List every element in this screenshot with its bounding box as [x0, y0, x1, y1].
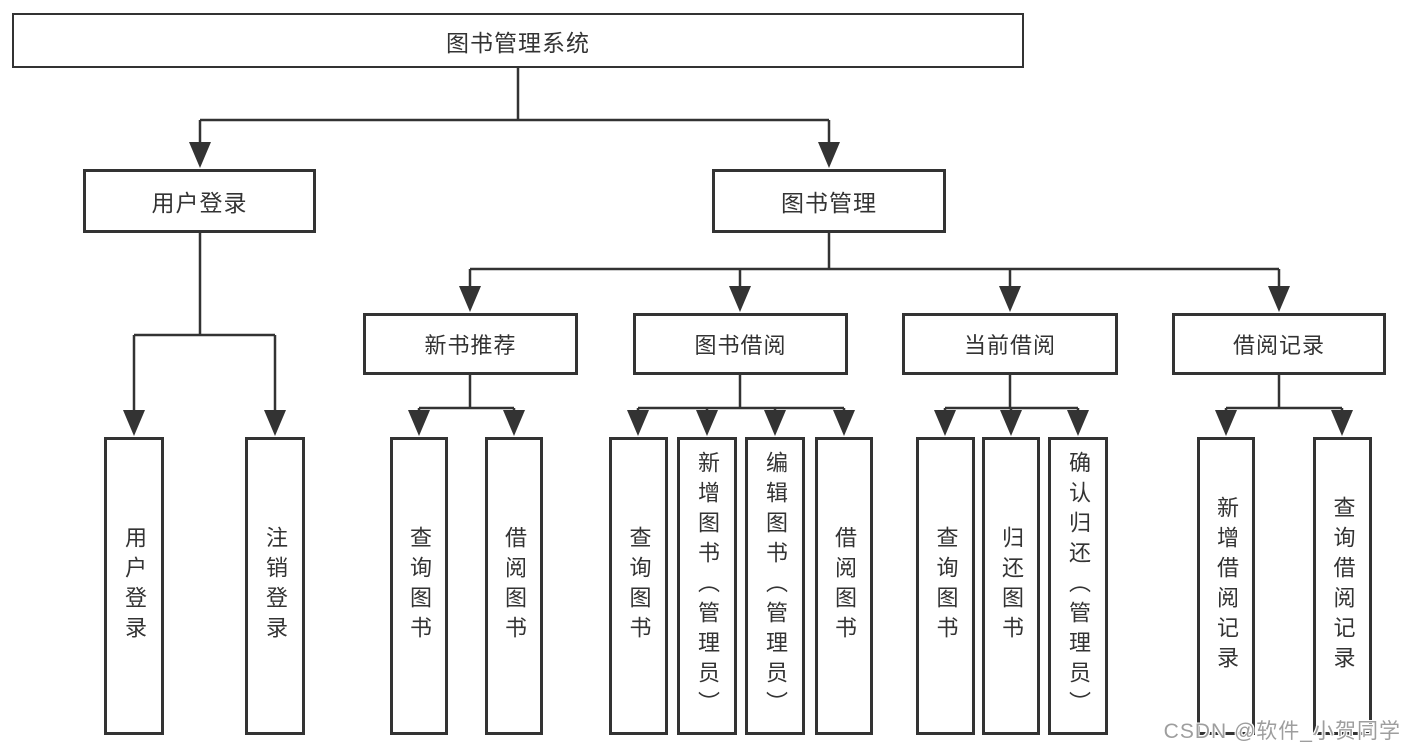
node-user-login: 用户登录 [83, 169, 316, 233]
leaf-borrow-books-borrow: 借阅图书 [815, 437, 873, 735]
leaf-user-login: 用户登录 [104, 437, 164, 735]
leaf-borrow-books-newrec: 借阅图书 [485, 437, 543, 735]
leaf-query-borrow-record: 查询借阅记录 [1313, 437, 1372, 735]
node-borrowing-records: 借阅记录 [1172, 313, 1386, 375]
node-root: 图书管理系统 [12, 13, 1024, 68]
leaf-confirm-return-admin: 确认归还（管理员） [1048, 437, 1108, 735]
csdn-watermark: CSDN @软件_小贺同学 [1163, 720, 1401, 743]
leaf-return-books: 归还图书 [982, 437, 1040, 735]
leaf-add-borrow-record: 新增借阅记录 [1197, 437, 1255, 735]
node-current-borrowing: 当前借阅 [902, 313, 1118, 375]
leaf-logout: 注销登录 [245, 437, 305, 735]
leaf-edit-books-admin: 编辑图书（管理员） [745, 437, 805, 735]
node-book-borrowing: 图书借阅 [633, 313, 848, 375]
leaf-query-books-newrec: 查询图书 [390, 437, 448, 735]
leaf-add-books-admin: 新增图书（管理员） [677, 437, 737, 735]
node-new-book-recommend: 新书推荐 [363, 313, 578, 375]
node-book-management: 图书管理 [712, 169, 946, 233]
leaf-query-books-current: 查询图书 [916, 437, 975, 735]
leaf-query-books-borrow: 查询图书 [609, 437, 668, 735]
